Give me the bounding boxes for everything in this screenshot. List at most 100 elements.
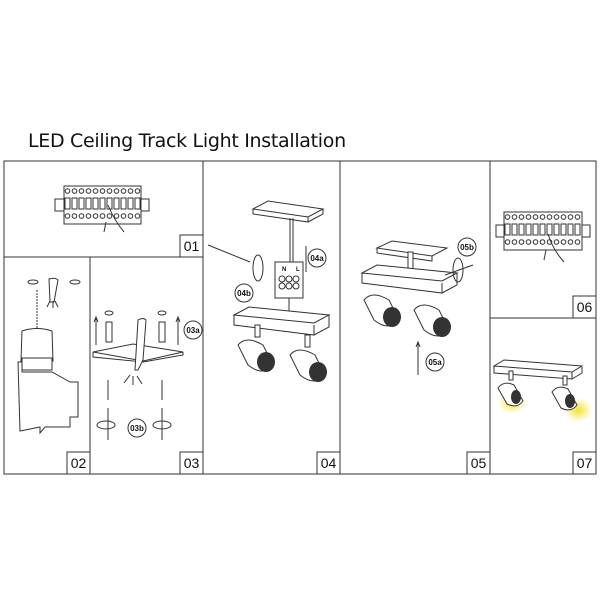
svg-text:03b: 03b — [130, 424, 144, 433]
terminal-screw — [553, 214, 560, 220]
terminal-screw — [518, 214, 525, 220]
terminal-slot — [78, 197, 85, 210]
panel-07-finished-light — [492, 359, 592, 422]
step-06-label: 06 — [572, 295, 597, 319]
callout-03b: 03b — [127, 418, 147, 438]
panel-02-drill — [17, 277, 81, 435]
terminal-slot — [560, 223, 567, 236]
terminal-screw — [71, 188, 78, 194]
terminal-screw — [511, 239, 518, 245]
terminal-screw — [532, 239, 539, 245]
terminal-screw — [64, 213, 71, 219]
terminal-slot — [99, 197, 106, 210]
step-07-label: 07 — [572, 451, 597, 475]
callout-04b: 04b — [234, 283, 254, 303]
terminal-screw — [574, 214, 581, 220]
svg-text:03: 03 — [184, 455, 200, 471]
terminal-screw — [567, 239, 574, 245]
svg-text:04b: 04b — [237, 289, 251, 298]
terminal-screw — [99, 213, 106, 219]
terminal-slot — [113, 197, 120, 210]
terminal-screw — [504, 214, 511, 220]
terminal-screw — [120, 213, 127, 219]
svg-text:05: 05 — [471, 455, 487, 471]
terminal-slot — [567, 223, 574, 236]
callout-05b: 05b — [457, 237, 477, 257]
step-03-label: 03 — [179, 451, 204, 475]
terminal-screw — [574, 239, 581, 245]
panel-01-terminal-block — [54, 185, 150, 233]
terminal-slot — [539, 223, 546, 236]
terminal-screw — [525, 239, 532, 245]
terminal-screw — [106, 188, 113, 194]
terminal-slot — [553, 223, 560, 236]
step-04-label: 04 — [316, 451, 341, 475]
terminal-slot — [532, 223, 539, 236]
svg-text:04: 04 — [321, 455, 337, 471]
terminal-screw — [92, 213, 99, 219]
terminal-screw — [127, 213, 134, 219]
svg-text:05a: 05a — [428, 358, 442, 367]
terminal-screw — [560, 239, 567, 245]
terminal-screw — [518, 239, 525, 245]
terminal-screw — [127, 188, 134, 194]
svg-text:04a: 04a — [310, 254, 324, 263]
terminal-slot — [127, 197, 134, 210]
callout-04a: 04a — [307, 248, 327, 268]
terminal-screw — [85, 213, 92, 219]
panel-05-mounting — [360, 240, 474, 375]
svg-text:01: 01 — [184, 238, 200, 254]
terminal-screw — [134, 188, 141, 194]
terminal-slot — [134, 197, 141, 210]
panel-03-mount-plate — [92, 310, 184, 440]
terminal-screw — [567, 214, 574, 220]
terminal-slot — [71, 197, 78, 210]
step-02-label: 02 — [66, 451, 91, 475]
terminal-screw — [134, 213, 141, 219]
terminal-slot — [504, 223, 511, 236]
terminal-screw — [560, 214, 567, 220]
terminal-screw — [525, 214, 532, 220]
terminal-screw — [511, 214, 518, 220]
terminal-slot — [120, 197, 127, 210]
svg-text:03a: 03a — [186, 326, 200, 335]
terminal-screw — [532, 214, 539, 220]
terminal-slot — [525, 223, 532, 236]
terminal-screw — [120, 188, 127, 194]
terminal-screw — [113, 213, 120, 219]
svg-text:02: 02 — [71, 455, 87, 471]
terminal-slot — [85, 197, 92, 210]
terminal-slot — [92, 197, 99, 210]
terminal-screw — [106, 213, 113, 219]
step-01-label: 01 — [179, 234, 204, 258]
panel-04-wiring: N L — [207, 200, 331, 382]
terminal-screw — [504, 239, 511, 245]
terminal-slot — [64, 197, 71, 210]
terminal-screw — [99, 188, 106, 194]
terminal-screw — [78, 188, 85, 194]
svg-text:05b: 05b — [460, 243, 474, 252]
page-title: LED Ceiling Track Light Installation — [28, 130, 346, 152]
terminal-slot — [574, 223, 581, 236]
terminal-slot — [546, 223, 553, 236]
terminal-screw — [64, 188, 71, 194]
terminal-screw — [71, 213, 78, 219]
svg-text:07: 07 — [577, 455, 593, 471]
terminal-screw — [113, 188, 120, 194]
terminal-screw — [539, 214, 546, 220]
svg-text:06: 06 — [577, 299, 593, 315]
terminal-slot — [518, 223, 525, 236]
svg-text:N: N — [282, 267, 286, 273]
terminal-screw — [539, 239, 546, 245]
callout-05a: 05a — [425, 352, 445, 372]
terminal-screw — [85, 188, 92, 194]
terminal-screw — [553, 239, 560, 245]
callout-03a: 03a — [183, 320, 203, 340]
svg-text:L: L — [296, 267, 300, 273]
terminal-slot — [511, 223, 518, 236]
step-05-label: 05 — [466, 451, 491, 475]
terminal-screw — [92, 188, 99, 194]
terminal-screw — [78, 213, 85, 219]
panel-06-terminal-block — [495, 211, 591, 263]
